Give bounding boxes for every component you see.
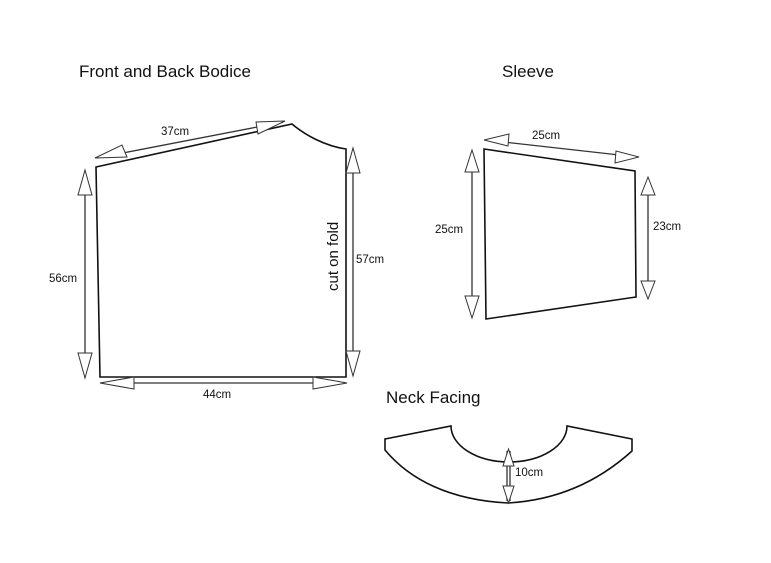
neck-facing-depth-label: 10cm <box>515 467 543 479</box>
neck-facing-title: Neck Facing <box>386 388 480 407</box>
sleeve-right-dimension: 23cm <box>640 175 681 301</box>
arrow-head-down-icon <box>464 295 480 320</box>
neck-facing-piece: Neck Facing 10cm <box>384 388 633 505</box>
bodice-width-label: 44cm <box>203 389 231 401</box>
arrow-head-right-icon <box>614 150 640 164</box>
neck-facing-outline <box>384 425 633 504</box>
bodice-title: Front and Back Bodice <box>79 62 251 81</box>
arrow-head-up-icon <box>640 175 656 196</box>
bodice-outline <box>95 123 347 378</box>
arrow-head-up-icon <box>345 146 361 174</box>
arrow-head-left-icon <box>94 144 128 159</box>
bodice-side-dimension: 56cm <box>49 168 93 380</box>
sleeve-title: Sleeve <box>502 62 554 81</box>
bodice-shoulder-label: 37cm <box>161 126 189 138</box>
sleeve-right-label: 23cm <box>653 221 681 233</box>
arrow-head-right-icon <box>255 120 286 135</box>
bodice-fold-dimension: 57cm <box>345 146 384 378</box>
sleeve-left-label: 25cm <box>435 224 463 236</box>
sleeve-piece: Sleeve 25cm 25cm 23cm <box>435 62 681 320</box>
arrow-head-left-icon <box>483 133 510 147</box>
cut-on-fold-label: cut on fold <box>325 222 342 291</box>
bodice-width-dimension: 44cm <box>99 376 348 401</box>
bodice-piece: Front and Back Bodice 37cm 56cm 57cm cut… <box>49 62 384 401</box>
sleeve-outline <box>483 148 637 320</box>
sleeve-left-dimension: 25cm <box>435 148 480 320</box>
arrow-head-up-icon <box>77 168 93 196</box>
bodice-fold-height-label: 57cm <box>356 254 384 266</box>
arrow-head-left-icon <box>99 376 135 390</box>
bodice-shoulder-dimension: 37cm <box>94 120 286 159</box>
arrow-head-up-icon <box>502 447 515 467</box>
arrow-head-up-icon <box>464 148 480 173</box>
arrow-head-right-icon <box>312 376 348 390</box>
bodice-side-label: 56cm <box>49 273 77 285</box>
sleeve-top-dimension: 25cm <box>483 130 640 164</box>
arrow-head-down-icon <box>345 350 361 378</box>
arrow-head-down-icon <box>77 352 93 380</box>
arrow-head-down-icon <box>640 280 656 301</box>
sleeve-top-label: 25cm <box>532 130 560 142</box>
arrow-head-down-icon <box>502 485 515 505</box>
neck-facing-depth-dimension: 10cm <box>502 447 543 505</box>
